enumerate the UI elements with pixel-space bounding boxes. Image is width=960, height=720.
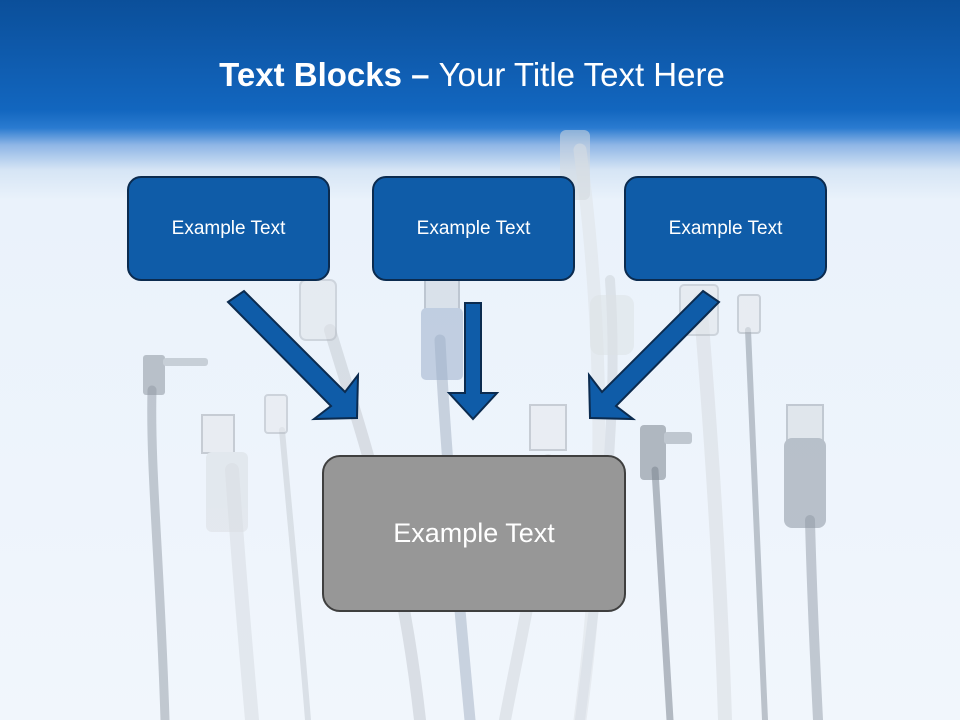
text-block-2[interactable]: Example Text xyxy=(372,176,575,281)
text-block-2-label: Example Text xyxy=(416,217,531,239)
arrow-down-icon xyxy=(446,302,500,421)
slide-title: Text Blocks – Your Title Text Here xyxy=(0,54,944,96)
text-block-1-label: Example Text xyxy=(171,217,286,239)
center-text-block-label: Example Text xyxy=(393,518,555,548)
text-block-1[interactable]: Example Text xyxy=(127,176,330,281)
arrow-down-left-icon xyxy=(587,289,721,421)
text-block-3-label: Example Text xyxy=(668,217,783,239)
title-dash: – xyxy=(401,56,439,93)
arrow-down-right-icon xyxy=(226,289,360,421)
title-bold-part: Text Blocks xyxy=(219,56,402,93)
text-block-3[interactable]: Example Text xyxy=(624,176,827,281)
title-rest-part: Your Title Text Here xyxy=(438,56,725,93)
center-text-block[interactable]: Example Text xyxy=(322,455,626,612)
